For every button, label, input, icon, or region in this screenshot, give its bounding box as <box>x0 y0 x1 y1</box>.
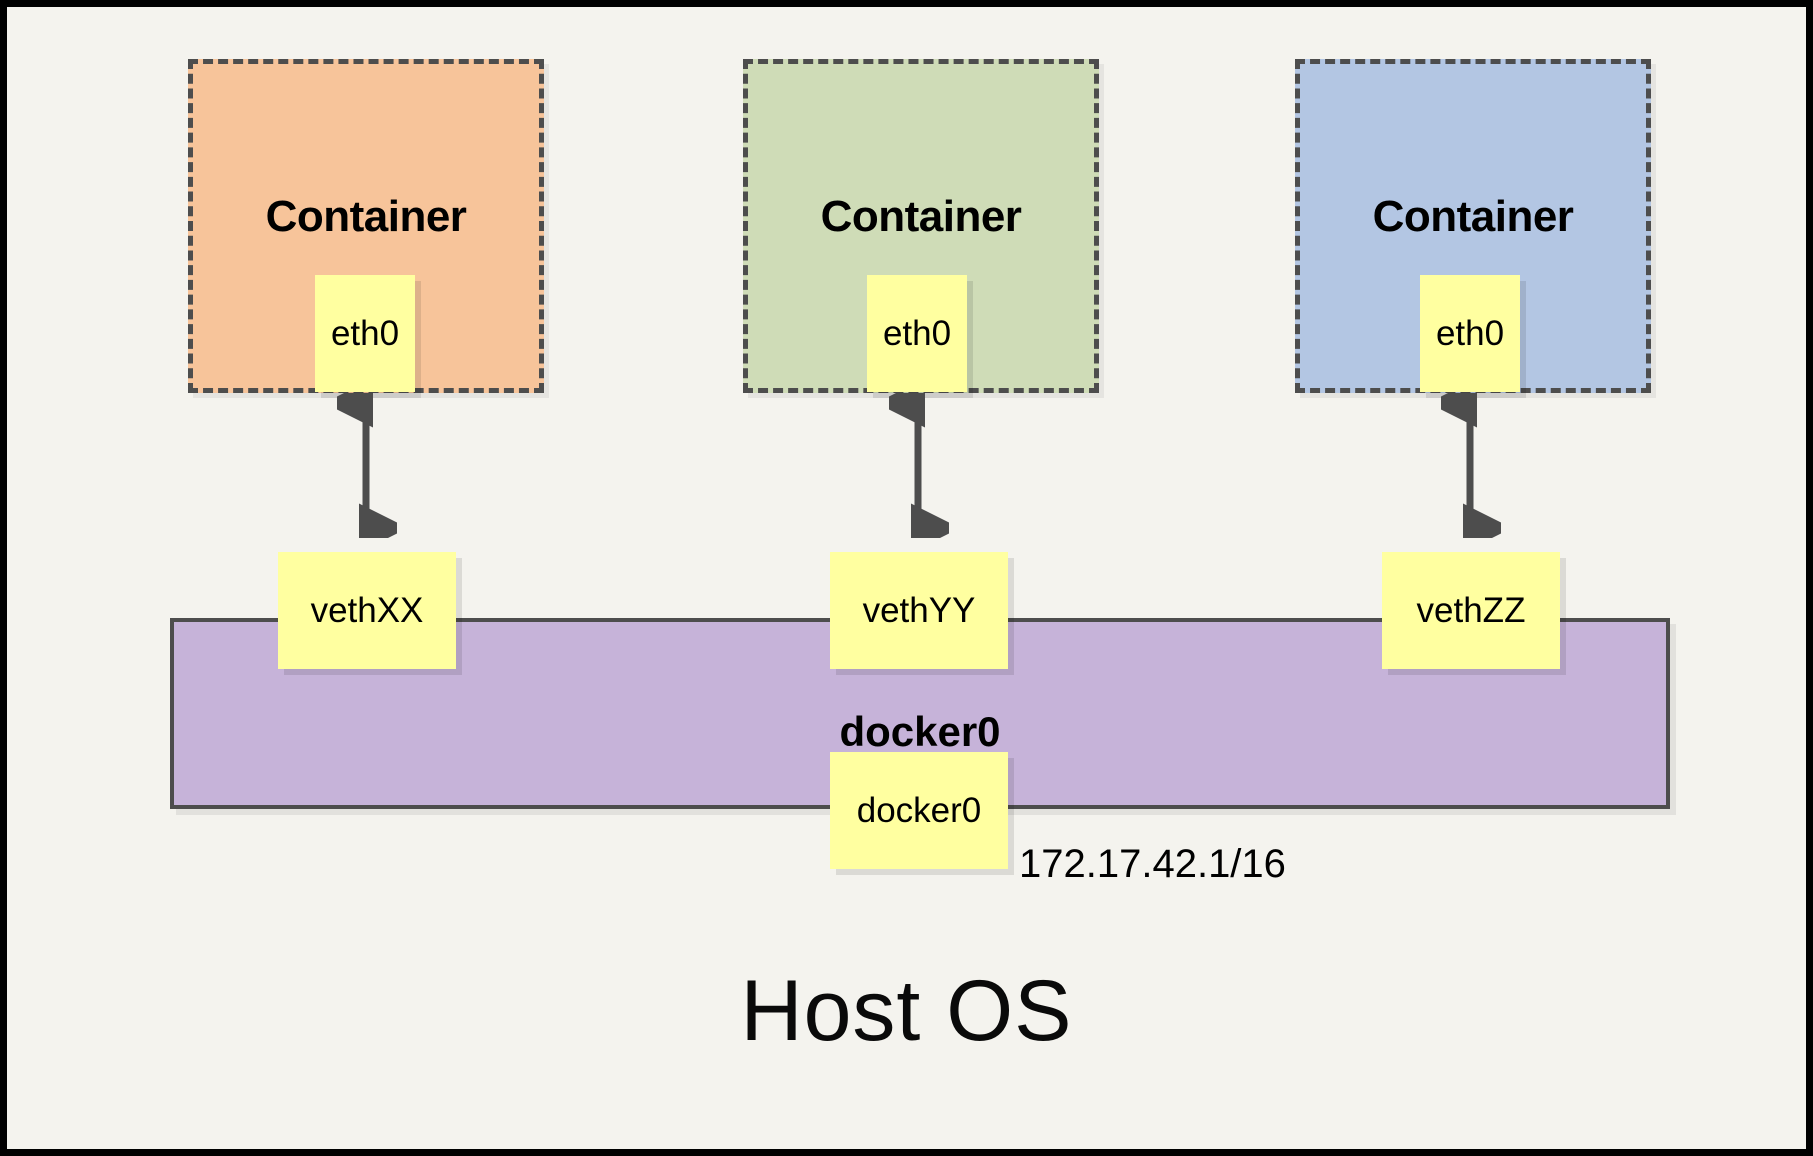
container-title-1: Container <box>265 192 467 241</box>
container-title-2: Container <box>820 192 1022 241</box>
connector-arrow-container-3 <box>1441 393 1501 538</box>
host-os-label: Host OS <box>740 963 1073 1059</box>
eth0-interface-2: eth0 <box>867 275 967 392</box>
connector-arrow-container-2 <box>889 393 949 538</box>
docker0-bridge-label: docker0 <box>839 708 1001 755</box>
veth-interface-1: vethXX <box>278 552 456 669</box>
veth-interface-3: vethZZ <box>1382 552 1560 669</box>
eth0-interface-3: eth0 <box>1420 275 1520 392</box>
connector-arrow-container-1 <box>337 393 397 538</box>
container-title-3: Container <box>1372 192 1574 241</box>
veth-interface-2: vethYY <box>830 552 1008 669</box>
docker0-interface-box: docker0 <box>830 752 1008 869</box>
eth0-interface-1: eth0 <box>315 275 415 392</box>
docker0-ip-label: 172.17.42.1/16 <box>1019 842 1286 886</box>
